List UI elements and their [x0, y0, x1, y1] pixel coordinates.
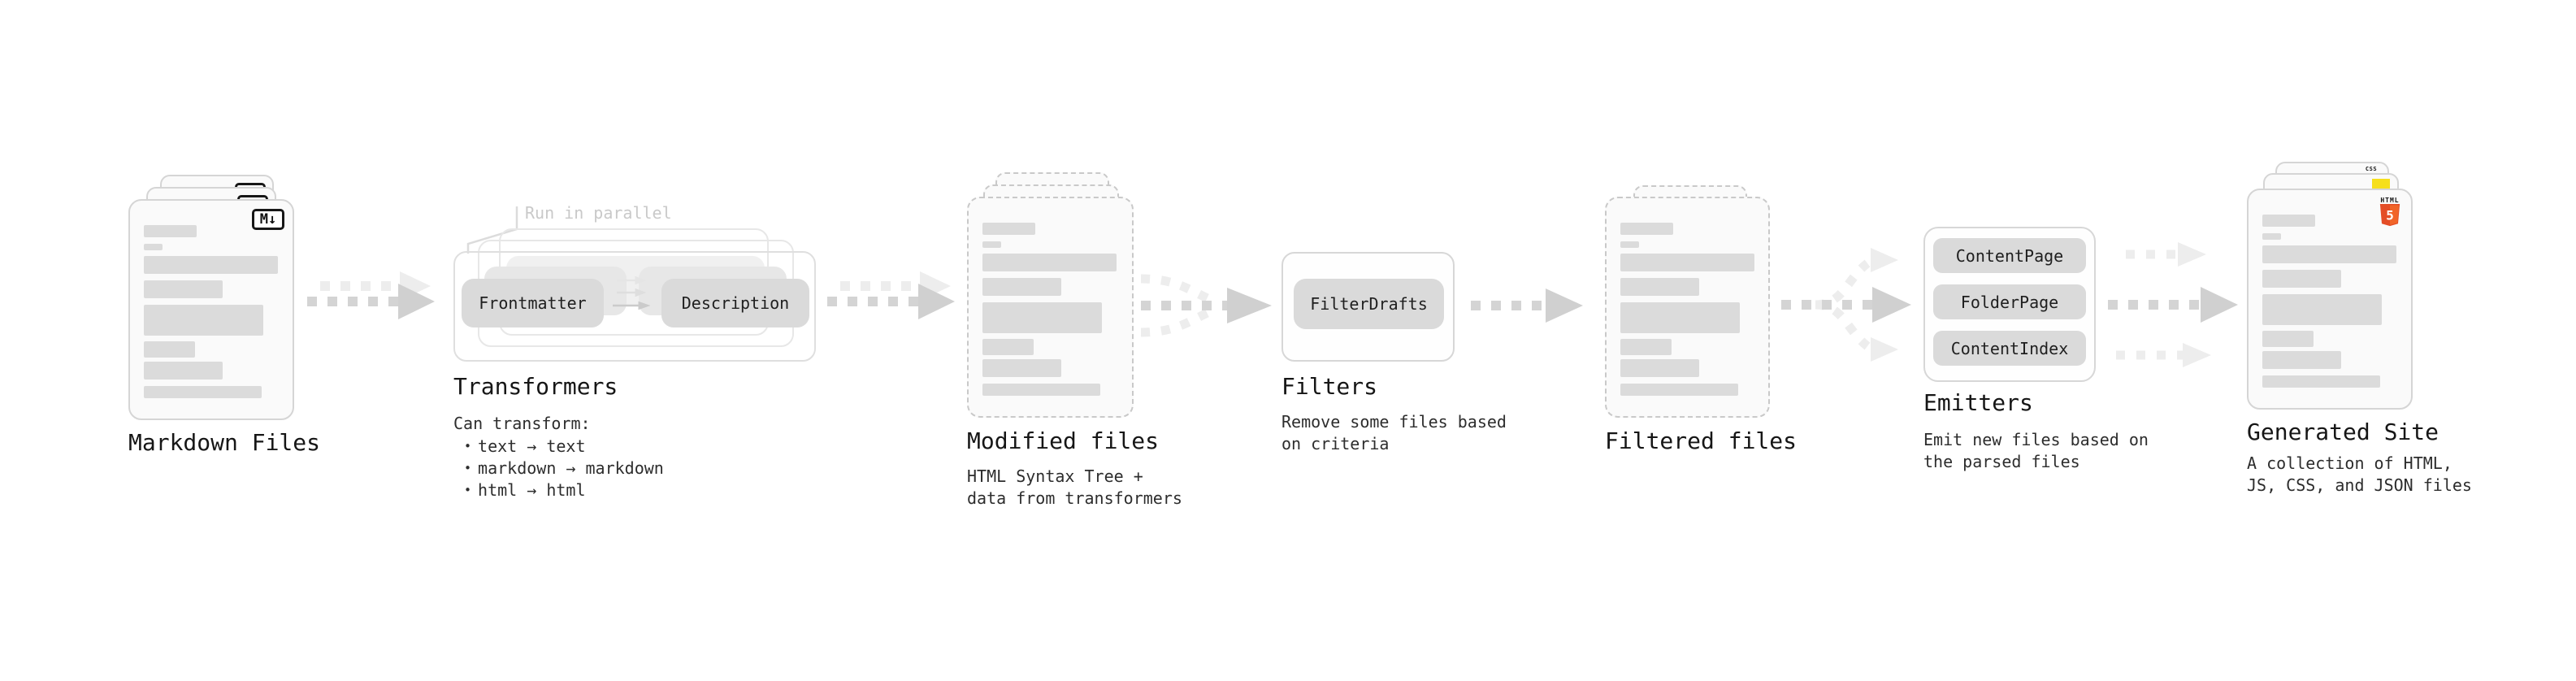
content-bar	[144, 256, 278, 274]
content-bar	[144, 305, 263, 336]
content-bar	[2262, 215, 2315, 227]
bullet-item: •markdown → markdown	[464, 458, 664, 478]
emitter-chip-contentindex: ContentIndex	[1933, 331, 2086, 366]
diverging-curve-bottom	[1815, 300, 1871, 350]
arrowhead	[398, 284, 435, 319]
arrow-emitters-to-generated	[2108, 242, 2238, 367]
arrowhead	[1871, 248, 1898, 272]
filtered-files-node	[1605, 185, 1800, 421]
content-bar	[982, 302, 1102, 333]
run-in-parallel-annotation: Run in parallel	[525, 203, 672, 223]
content-bar	[982, 384, 1100, 396]
arrowhead	[2178, 242, 2206, 267]
bullet-item: •text → text	[464, 436, 586, 456]
arrowhead	[1871, 337, 1898, 362]
generated-site-description: A collection of HTML, JS, CSS, and JSON …	[2247, 453, 2472, 495]
content-bar	[982, 339, 1034, 355]
content-bar	[1620, 254, 1754, 271]
content-bar	[1620, 302, 1740, 333]
arrow-filters-to-filtered	[1471, 288, 1583, 323]
transformers-bullet-list: •text → text •markdown → markdown •html …	[453, 436, 664, 501]
markdown-file-card-front: M↓	[128, 199, 294, 420]
filtered-file-card-front	[1605, 197, 1770, 418]
arrowhead	[2201, 287, 2238, 323]
content-bar	[144, 362, 223, 380]
content-bar	[982, 254, 1117, 271]
emitter-chip-folderpage: FolderPage	[1933, 284, 2086, 319]
arrow-filtered-to-emitters	[1781, 248, 1911, 362]
arrowhead	[1546, 288, 1583, 323]
content-bar	[2262, 331, 2314, 347]
filters-description: Remove some files based on criteria	[1281, 412, 1507, 453]
content-bar	[1620, 384, 1738, 396]
bullet-item: •html → html	[464, 480, 586, 500]
arrow-markdown-to-transformers	[307, 271, 435, 319]
arrowhead	[1227, 288, 1272, 323]
content-bar	[144, 280, 223, 298]
arrow-modified-to-filters	[1140, 274, 1272, 337]
generated-file-card-html: HTML 5	[2247, 189, 2413, 410]
generated-site-label: Generated Site	[2247, 419, 2439, 445]
emitters-description: Emit new files based on the parsed files	[1923, 430, 2149, 471]
content-bar	[2262, 245, 2396, 263]
content-bar	[1620, 359, 1699, 377]
filters-label: Filters	[1281, 373, 1378, 400]
transformers-note-title: Can transform:	[453, 414, 591, 433]
html5-shield-icon: 5	[2379, 204, 2400, 227]
arrowhead	[918, 284, 955, 319]
converging-curve-bottom	[1140, 308, 1212, 337]
content-bar	[2262, 294, 2382, 325]
content-bar	[144, 225, 197, 237]
markdown-icon: M↓	[252, 209, 284, 230]
emitter-chip-contentpage: ContentPage	[1933, 238, 2086, 273]
js-file-icon	[2372, 179, 2390, 189]
transformer-chip-frontmatter: Frontmatter	[462, 279, 604, 327]
bullet-icon: •	[464, 483, 472, 497]
content-bar	[982, 278, 1061, 296]
content-bar	[1620, 241, 1639, 248]
svg-text:5: 5	[2386, 208, 2394, 223]
filtered-files-label: Filtered files	[1605, 427, 1798, 454]
arrowhead	[2183, 343, 2211, 367]
content-bar	[982, 223, 1035, 235]
content-bar	[1620, 278, 1699, 296]
content-bar	[2262, 270, 2341, 288]
modified-files-label: Modified files	[967, 427, 1160, 454]
annotation-leader-line	[466, 206, 518, 254]
content-bar	[982, 241, 1001, 248]
content-bar	[144, 386, 262, 398]
diverging-curve-top	[1815, 259, 1871, 310]
content-bar	[2262, 233, 2281, 240]
modified-file-card-front	[967, 197, 1134, 418]
content-bar	[144, 341, 195, 358]
content-bar	[1620, 223, 1673, 235]
markdown-files-node: M↓ M↓ M↓	[128, 162, 323, 422]
arrowhead	[1872, 287, 1911, 323]
transformer-run-container-front	[453, 251, 816, 362]
markdown-files-label: Markdown Files	[128, 429, 321, 456]
modified-files-node	[967, 172, 1162, 424]
content-bar	[144, 244, 163, 250]
content-bar	[2262, 351, 2341, 369]
emitters-label: Emitters	[1923, 389, 2033, 416]
content-bar	[1620, 339, 1672, 355]
modified-files-description: HTML Syntax Tree + data from transformer…	[967, 466, 1182, 508]
content-bar	[982, 359, 1061, 377]
transformer-chip-description: Description	[661, 279, 809, 327]
generated-site-node: CSS HTML 5	[2247, 162, 2442, 414]
arrow-transformers-to-modified	[827, 271, 955, 319]
content-bar	[2262, 375, 2380, 388]
parallel-flow-arrows-icon	[613, 275, 651, 310]
bullet-icon: •	[464, 461, 472, 475]
bullet-icon: •	[464, 439, 472, 453]
converging-curve-top	[1140, 274, 1212, 303]
html5-logo-icon: HTML 5	[2378, 197, 2402, 230]
filter-chip-filterdrafts: FilterDrafts	[1294, 279, 1444, 329]
transformers-label: Transformers	[453, 373, 618, 400]
